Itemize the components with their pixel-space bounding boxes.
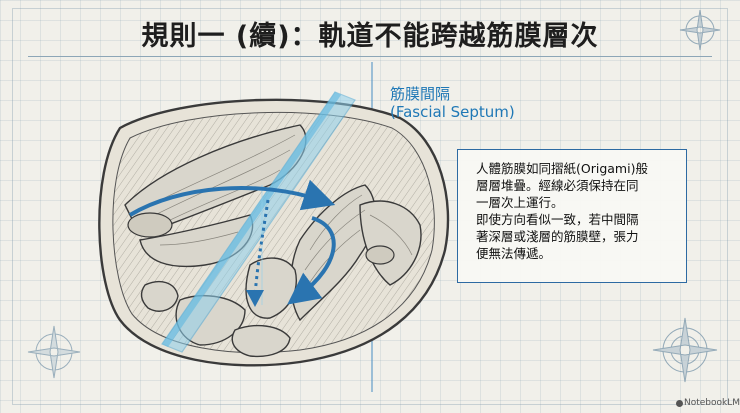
note-line: 一層次上運行。 [476,195,564,210]
tendon-ends [127,212,395,265]
note-line: 即使方向看似一致，若中間隔 [476,212,639,227]
compass-rose-icon [27,325,81,379]
fascial-septum-panel [161,91,356,353]
dotted-arrow-head [246,290,264,307]
note-line: 層層堆疊。經線必須保持在同 [476,178,639,193]
frame-border [12,8,728,405]
note-line: 人體筋膜如同摺紙(Origami)般 [476,161,648,176]
title-divider [28,56,712,57]
septum-label: 筋膜間隔 (Fascial Septum) [390,85,515,121]
septum-label-zh: 筋膜間隔 [390,85,451,103]
compass-rose-icon [679,9,721,51]
notebooklm-logo-icon [676,400,683,407]
note-line: 便無法傳遞。 [476,246,552,261]
compass-rose-icon [652,317,718,383]
explanation-box: 人體筋膜如同摺紙(Origami)般 層層堆疊。經線必須保持在同 一層次上運行。… [457,149,687,283]
explanation-text: 人體筋膜如同摺紙(Origami)般 層層堆疊。經線必須保持在同 一層次上運行。… [476,160,684,262]
dotted-arrow-down [253,199,270,296]
note-line: 著深層或淺層的筋膜壁，張力 [476,229,639,244]
page-title: 規則一 (續)：軌道不能跨越筋膜層次 [141,21,599,52]
septum-label-en: (Fascial Septum) [390,103,515,121]
blue-curved-arrow-left [128,179,336,217]
blue-curved-arrow-right [287,216,336,305]
watermark: NotebookLM [684,398,740,408]
